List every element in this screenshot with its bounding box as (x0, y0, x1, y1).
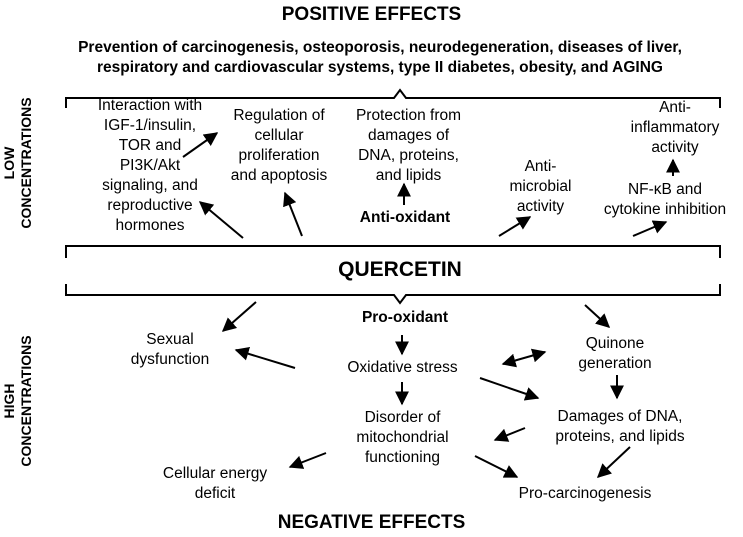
pro-oxidant-label: Pro-oxidant (361, 309, 449, 326)
positive-effects-title: POSITIVE EFFECTS (281, 4, 462, 25)
quercetin-bracket-top (65, 245, 721, 258)
arrow-to-antimicrobial (498, 216, 532, 237)
dna-protection-node: Protection from damages of DNA, proteins… (355, 107, 462, 184)
arrow-damages-to-procarc (596, 446, 631, 478)
quinone-generation-node: Quinone generation (578, 335, 652, 372)
mitochondrial-disorder-node: Disorder of mitochondrial functioning (356, 409, 449, 466)
arrow-oxidative-to-damages (479, 377, 540, 401)
antimicrobial-node: Anti- microbial activity (509, 158, 572, 215)
energy-deficit-node: Cellular energy deficit (162, 465, 268, 502)
igf-interaction-node: Interaction with IGF-1/insulin, TOR and … (97, 97, 203, 234)
anti-oxidant-label: Anti-oxidant (359, 209, 451, 226)
arrow-to-proliferation (283, 191, 303, 237)
high-concentrations-label: HIGH CONCENTRATIONS (1, 335, 34, 467)
arrow-damages-to-mito (493, 427, 526, 442)
prevention-text: Prevention of carcinogenesis, osteoporos… (78, 39, 682, 76)
negative-effects-title: NEGATIVE EFFECTS (277, 512, 466, 533)
sexual-dysfunction-node: Sexual dysfunction (130, 331, 210, 368)
proliferation-regulation-node: Regulation of cellular proliferation and… (230, 107, 328, 184)
damages-node: Damages of DNA, proteins, and lipids (555, 408, 685, 445)
arrow-oxidative-quinone (501, 348, 547, 368)
arrow-mito-to-procarc (474, 455, 519, 478)
arrow-to-igf (198, 201, 244, 239)
pro-carcinogenesis-node: Pro-carcinogenesis (518, 485, 652, 502)
oxidative-stress-node: Oxidative stress (347, 359, 458, 376)
quercetin-bracket-bottom (65, 284, 721, 305)
arrow-to-sexual (221, 301, 257, 332)
low-concentrations-label: LOW CONCENTRATIONS (1, 97, 34, 229)
arrow-mito-to-energy (288, 452, 327, 469)
low-concentrations-brace (65, 88, 721, 108)
arrow-to-nfkb (632, 220, 668, 237)
arrow-to-quinone (584, 304, 611, 328)
nfkb-inhibition-node: NF-κB and cytokine inhibition (603, 181, 727, 218)
quercetin-label: QUERCETIN (338, 258, 462, 281)
antiinflammatory-node: Anti- inflammatory activity (630, 99, 720, 156)
arrow-oxidative-to-sexual (234, 346, 296, 369)
arrow-igf-to-proliferation (182, 132, 219, 158)
